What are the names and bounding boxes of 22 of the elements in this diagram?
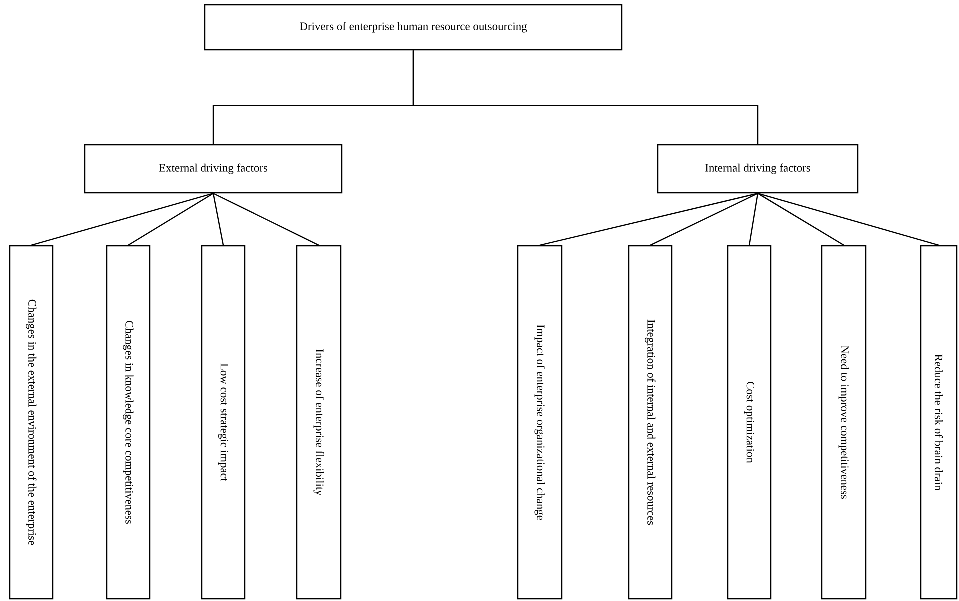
connector-line [758,193,940,246]
factor-box: Need to improve competitiveness [821,245,867,600]
category-box: External driving factors [84,144,343,194]
connector-line [128,193,214,246]
factor-box: Increase of enterprise flexibility [296,245,342,600]
factor-box: Impact of enterprise organizational change [517,245,563,600]
factor-box: Changes in the external environment of the enterprise [9,245,54,600]
connector-line [540,193,758,246]
connector-line [412,50,759,144]
factor-box: Integration of internal and external resources [628,245,673,600]
connector-line [758,193,844,246]
connector-line [748,194,759,246]
connector-line [31,193,214,246]
factor-box: Reduce the risk of brain drain [920,245,958,600]
category-box: Internal driving factors [657,144,859,194]
connector-line [650,193,758,246]
factor-box: Low cost strategic impact [201,245,246,600]
connector-line [212,194,224,246]
factor-box: Cost optimization [727,245,772,600]
root-box: Drivers of enterprise human resource outsourcing [204,4,623,51]
factor-box: Changes in knowledge core competitiveness [106,245,151,600]
connector-line [213,193,320,246]
